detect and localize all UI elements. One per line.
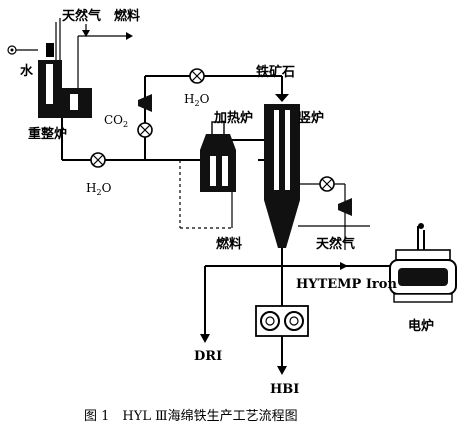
labels: 天然气 燃料 水 重整炉 CO2 H2O H2O 加热炉 铁矿石 竖炉 燃料 天…	[20, 8, 434, 424]
pump-right	[319, 176, 335, 192]
label-h2o-mid: H2O	[184, 92, 210, 108]
label-reformer: 重整炉	[28, 126, 67, 142]
label-shaft-furnace: 竖炉	[298, 110, 324, 126]
pump-top	[189, 68, 205, 84]
heater-unit	[200, 121, 236, 192]
label-co2: CO2	[104, 113, 128, 129]
hbi-press	[255, 305, 309, 337]
compressor-right	[338, 198, 352, 216]
label-water: 水	[20, 63, 34, 79]
label-hbi: HBI	[270, 382, 299, 397]
reformer-unit	[7, 18, 133, 118]
label-h2o-left: H2O	[86, 181, 112, 197]
figure-caption: 图 1 HYL Ⅲ海绵铁生产工艺流程图	[84, 409, 298, 424]
label-iron-ore: 铁矿石	[255, 64, 295, 80]
label-dri: DRI	[194, 349, 222, 364]
label-heater: 加热炉	[213, 110, 253, 126]
label-hytemp: HYTEMP Iron	[296, 277, 397, 292]
shaft-furnace-unit	[258, 94, 300, 248]
pump-left	[90, 152, 106, 168]
pump-co2	[137, 122, 153, 138]
label-electric-furnace: 电炉	[408, 318, 434, 334]
label-natural-gas-top: 天然气	[62, 8, 101, 24]
label-natural-gas-right: 天然气	[316, 236, 355, 252]
label-fuel-bottom: 燃料	[216, 236, 242, 252]
label-fuel-top: 燃料	[114, 8, 140, 24]
compressor-co2	[138, 94, 152, 112]
electric-furnace-unit	[389, 223, 457, 303]
